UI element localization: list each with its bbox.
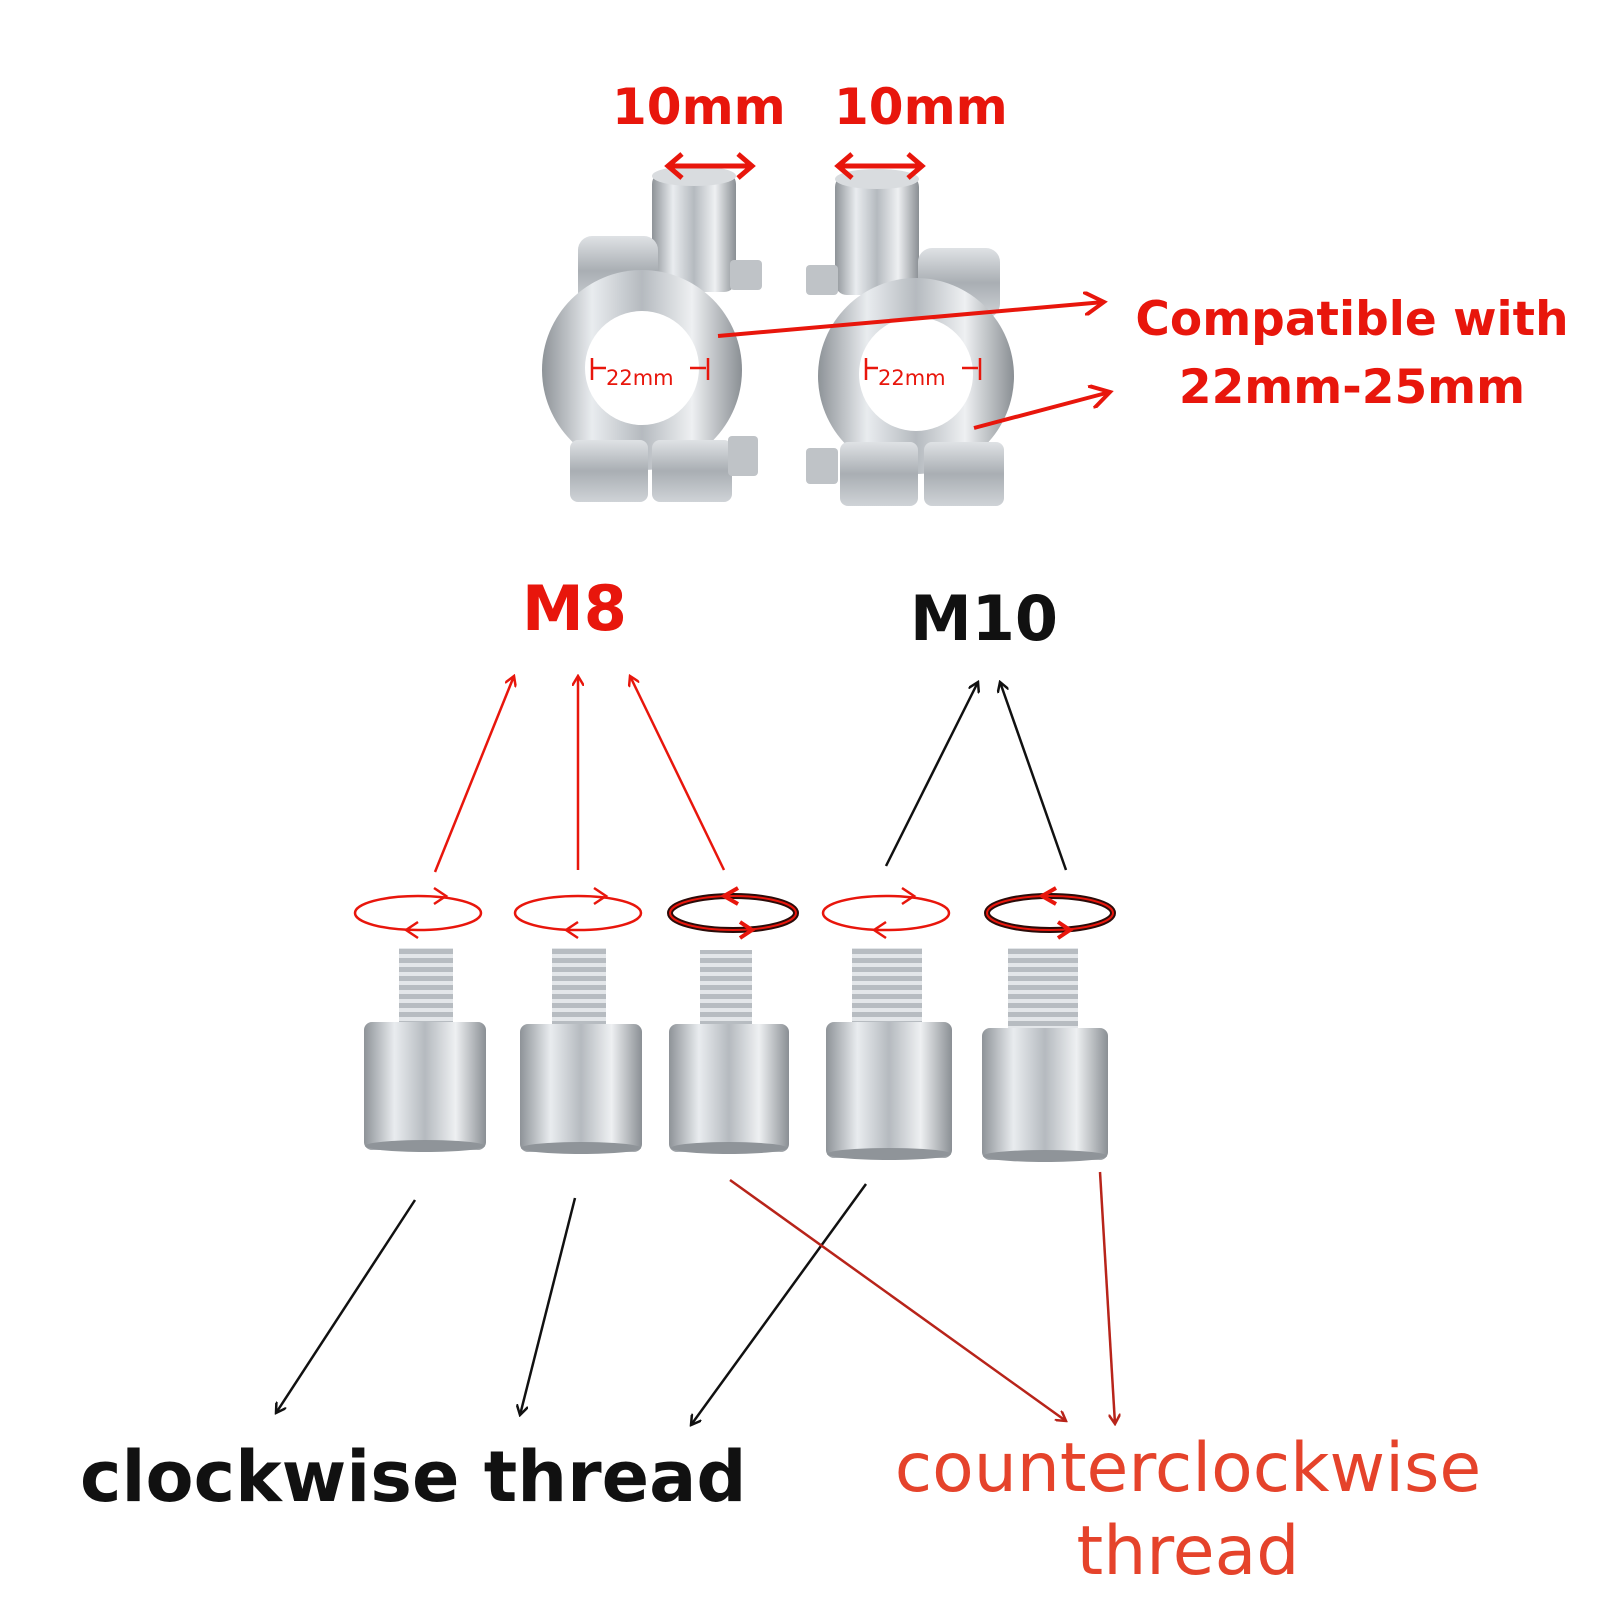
- dim-arrow-left: [664, 152, 756, 180]
- bolt-m8-3: [669, 950, 789, 1154]
- bolt-m8-1: [364, 948, 486, 1152]
- counterclockwise-line-1: counterclockwise: [894, 1429, 1482, 1508]
- inner-dim-right: [864, 358, 982, 380]
- dimension-label-left: 10mm: [612, 78, 786, 136]
- m8-size-label: M8: [522, 572, 627, 645]
- compatibility-note: Compatible with 22mm-25mm: [1112, 286, 1592, 422]
- dimension-label-right: 10mm: [834, 78, 1008, 136]
- inner-diameter-label-left: 22mm: [606, 366, 674, 390]
- m8-arrows: [433, 676, 726, 873]
- m10-size-label: M10: [910, 582, 1058, 655]
- rotation-ring-ccw-1: [667, 886, 799, 940]
- bolt-m8-2: [520, 948, 642, 1154]
- counterclockwise-line-2: thread: [1076, 1511, 1300, 1591]
- rotation-ring-cw-1: [353, 886, 483, 940]
- compat-arrow-2: [973, 392, 1110, 430]
- dim-arrow-right: [834, 152, 926, 180]
- compat-arrow-1: [717, 302, 1104, 338]
- inner-dim-left: [590, 358, 710, 380]
- rotation-ring-ccw-2: [984, 886, 1116, 940]
- clockwise-thread-label: clockwise thread: [80, 1436, 747, 1518]
- m10-arrows: [884, 682, 1068, 871]
- compatibility-line-2: 22mm-25mm: [1178, 360, 1526, 416]
- clamp-right: [806, 169, 1014, 506]
- bolt-m10-1: [826, 948, 952, 1160]
- rotation-ring-cw-2: [513, 886, 643, 940]
- bolt-m10-2: [982, 948, 1108, 1162]
- inner-diameter-label-right: 22mm: [878, 366, 946, 390]
- counterclockwise-arrows: [729, 1171, 1115, 1424]
- clamp-left: [542, 166, 762, 502]
- clockwise-arrows: [276, 1183, 868, 1425]
- compatibility-line-1: Compatible with: [1135, 292, 1569, 347]
- counterclockwise-thread-label: counterclockwise thread: [878, 1428, 1498, 1594]
- rotation-ring-cw-3: [821, 886, 951, 940]
